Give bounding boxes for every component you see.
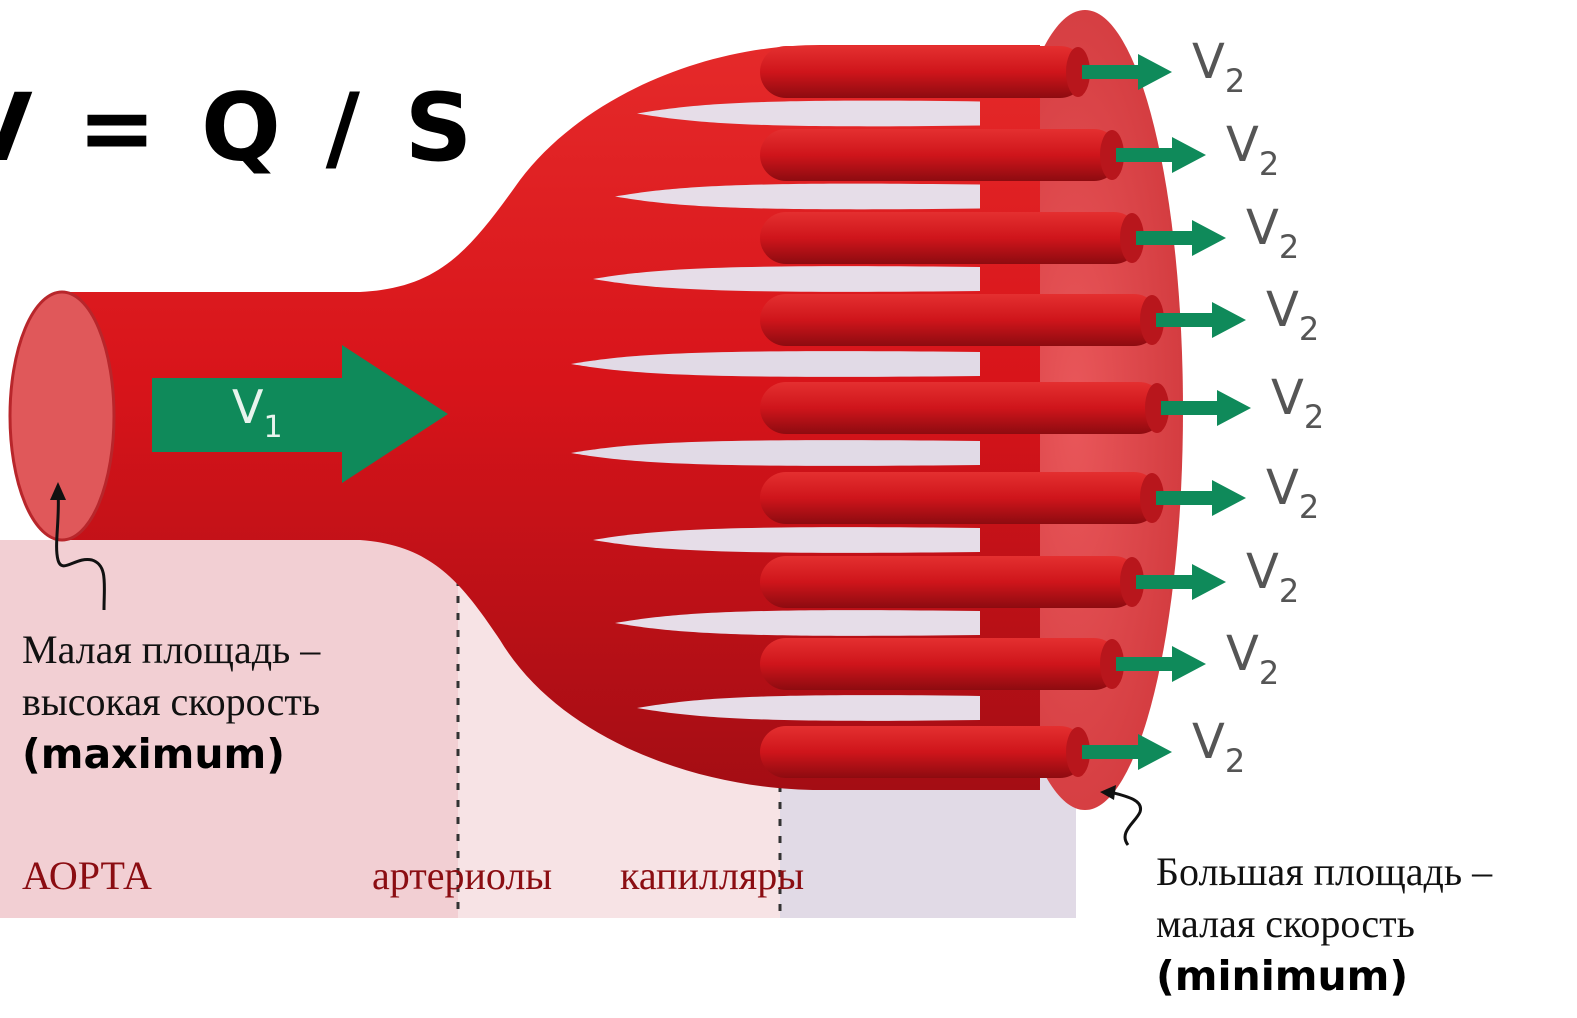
outlet-velocity-label: V2: [1226, 121, 1279, 169]
right-caption: Большая площадь – малая скорость (minimu…: [1156, 846, 1492, 1002]
capillary-tube: [760, 726, 1086, 778]
capillary-tube: [760, 382, 1165, 434]
velocity-formula: V = Q / S: [0, 82, 478, 176]
inlet-velocity-subscript: 1: [263, 410, 282, 445]
aorta-opening: [10, 292, 114, 540]
outlet-velocity-symbol: V: [1192, 34, 1225, 90]
outlet-velocity-symbol: V: [1226, 626, 1259, 682]
outlet-velocity-symbol: V: [1266, 282, 1299, 338]
outlet-velocity-subscript: 2: [1304, 398, 1324, 436]
outlet-velocity-subscript: 2: [1259, 145, 1279, 183]
capillary-tube: [760, 638, 1120, 690]
outlet-velocity-subscript: 2: [1225, 62, 1245, 100]
outlet-velocity-symbol: V: [1246, 544, 1279, 600]
outlet-velocity-label: V2: [1192, 38, 1245, 86]
capillary-tube: [760, 472, 1160, 524]
outlet-velocity-symbol: V: [1226, 117, 1259, 173]
outlet-velocity-label: V2: [1266, 464, 1319, 512]
outlet-velocity-label: V2: [1226, 630, 1279, 678]
region-label-aorta: АОРТА: [22, 856, 152, 896]
inlet-velocity-symbol: V: [232, 380, 263, 434]
capillary-branches: [760, 46, 1169, 778]
inlet-velocity-label: V1: [232, 384, 283, 430]
outlet-velocity-label: V2: [1271, 374, 1324, 422]
outlet-velocity-label: V2: [1192, 718, 1245, 766]
outlet-velocity-subscript: 2: [1259, 654, 1279, 692]
outlet-velocity-label: V2: [1266, 286, 1319, 334]
outlet-velocity-subscript: 2: [1279, 572, 1299, 610]
left-caption-line3: (maximum): [22, 728, 320, 780]
outlet-velocity-label: V2: [1246, 548, 1299, 596]
outlet-velocity-symbol: V: [1246, 200, 1279, 256]
region-label-capillaries: капилляры: [620, 856, 804, 896]
outlet-velocity-subscript: 2: [1299, 488, 1319, 526]
capillary-tube: [760, 212, 1140, 264]
capillary-tube: [760, 46, 1086, 98]
outlet-velocity-symbol: V: [1271, 370, 1304, 426]
outlet-velocity-label: V2: [1246, 204, 1299, 252]
outlet-velocity-subscript: 2: [1279, 228, 1299, 266]
capillary-tube: [760, 294, 1160, 346]
right-caption-line2: малая скорость: [1156, 898, 1492, 950]
capillary-tube: [760, 556, 1140, 608]
outlet-velocity-symbol: V: [1192, 714, 1225, 770]
outlet-velocity-subscript: 2: [1299, 310, 1319, 348]
left-caption: Малая площадь – высокая скорость (maximu…: [22, 624, 320, 780]
right-caption-line3: (minimum): [1156, 950, 1492, 1002]
outlet-velocity-subscript: 2: [1225, 742, 1245, 780]
outlet-velocity-symbol: V: [1266, 460, 1299, 516]
left-caption-line2: высокая скорость: [22, 676, 320, 728]
region-label-arterioles: артериолы: [372, 856, 552, 896]
left-caption-line1: Малая площадь –: [22, 624, 320, 676]
capillary-tube: [760, 129, 1120, 181]
right-pointer-squiggle: [1110, 792, 1141, 845]
right-caption-line1: Большая площадь –: [1156, 846, 1492, 898]
